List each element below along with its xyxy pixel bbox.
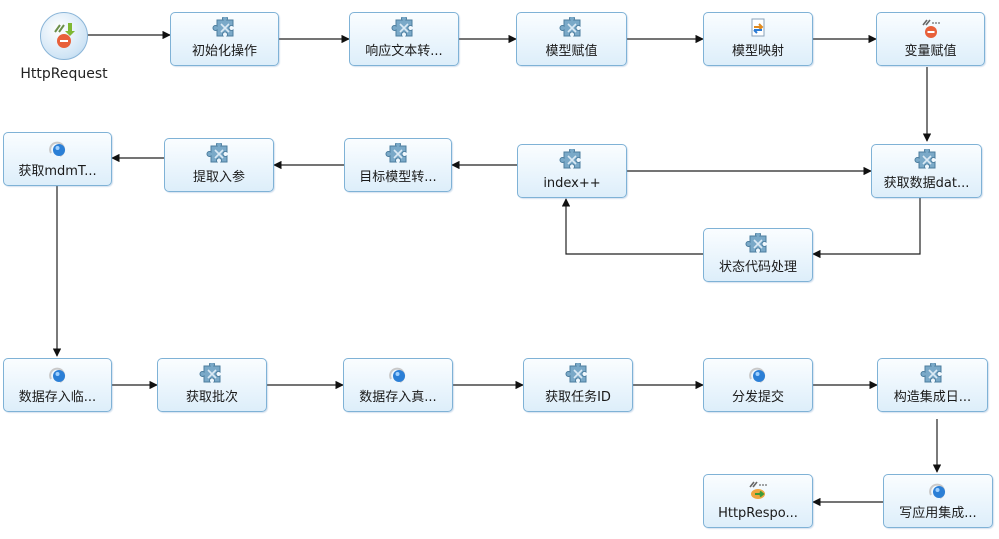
edge-getdata-status bbox=[812, 197, 921, 259]
flow-node-label: 获取mdmT... bbox=[18, 164, 97, 179]
flow-node-label: 模型赋值 bbox=[545, 44, 598, 59]
puzzle-icon bbox=[524, 363, 632, 385]
http-request-start-node[interactable] bbox=[40, 12, 88, 60]
flow-node-label: 获取数据dat... bbox=[883, 176, 970, 191]
database-icon bbox=[4, 137, 111, 159]
variable-icon bbox=[877, 17, 984, 39]
database-icon bbox=[4, 363, 111, 385]
database-icon bbox=[344, 363, 452, 385]
flow-node-label: 获取批次 bbox=[185, 390, 238, 405]
puzzle-icon bbox=[158, 363, 266, 385]
puzzle-icon bbox=[704, 233, 812, 255]
flow-node-index-inc[interactable]: index++ bbox=[517, 144, 627, 198]
puzzle-icon bbox=[345, 143, 451, 165]
flow-node-store-real[interactable]: 数据存入真... bbox=[343, 358, 453, 412]
flow-node-var-assign[interactable]: 变量赋值 bbox=[876, 12, 985, 66]
flow-node-dispatch[interactable]: 分发提交 bbox=[703, 358, 813, 412]
database-icon bbox=[704, 363, 812, 385]
http-request-label: HttpRequest bbox=[20, 66, 108, 82]
flow-node-status-code[interactable]: 状态代码处理 bbox=[703, 228, 813, 282]
flow-node-model-map[interactable]: 模型映射 bbox=[703, 12, 813, 66]
flow-node-label: index++ bbox=[543, 176, 601, 191]
flow-node-get-data[interactable]: 获取数据dat... bbox=[871, 144, 982, 198]
http-request-icon bbox=[54, 23, 75, 48]
flow-node-label: 状态代码处理 bbox=[718, 260, 797, 275]
puzzle-icon bbox=[171, 17, 278, 39]
database-icon bbox=[884, 479, 992, 501]
puzzle-icon bbox=[350, 17, 458, 39]
flow-node-target-model[interactable]: 目标模型转... bbox=[344, 138, 452, 192]
flow-node-label: 变量赋值 bbox=[904, 44, 957, 59]
flow-node-http-resp[interactable]: HttpRespo... bbox=[703, 474, 813, 528]
puzzle-icon bbox=[872, 149, 981, 171]
flow-node-init[interactable]: 初始化操作 bbox=[170, 12, 279, 66]
puzzle-icon bbox=[878, 363, 987, 385]
flow-node-model-assign[interactable]: 模型赋值 bbox=[516, 12, 627, 66]
puzzle-icon bbox=[518, 149, 626, 171]
flow-node-get-mdm[interactable]: 获取mdmT... bbox=[3, 132, 112, 186]
flow-node-get-batch[interactable]: 获取批次 bbox=[157, 358, 267, 412]
flow-node-label: 写应用集成... bbox=[899, 506, 977, 521]
flow-node-label: 初始化操作 bbox=[191, 44, 257, 59]
http-response-icon bbox=[704, 479, 812, 501]
flow-node-label: 获取任务ID bbox=[545, 390, 611, 405]
flow-node-label: 数据存入临... bbox=[18, 390, 97, 405]
mapping-icon bbox=[704, 17, 812, 39]
flow-node-store-temp[interactable]: 数据存入临... bbox=[3, 358, 112, 412]
flow-node-label: 构造集成日... bbox=[893, 390, 972, 405]
flow-node-write-app[interactable]: 写应用集成... bbox=[883, 474, 993, 528]
puzzle-icon bbox=[517, 17, 626, 39]
flow-node-label: 分发提交 bbox=[731, 390, 784, 405]
flow-node-label: HttpRespo... bbox=[718, 506, 798, 521]
puzzle-icon bbox=[165, 143, 273, 165]
flow-node-get-task[interactable]: 获取任务ID bbox=[523, 358, 633, 412]
flow-node-label: 提取入参 bbox=[192, 170, 245, 185]
flow-node-label: 响应文本转... bbox=[365, 44, 443, 59]
edge-status-index bbox=[561, 198, 703, 255]
flow-node-extract-param[interactable]: 提取入参 bbox=[164, 138, 274, 192]
flow-node-label: 模型映射 bbox=[731, 44, 784, 59]
flow-node-resp-text[interactable]: 响应文本转... bbox=[349, 12, 459, 66]
flow-node-label: 数据存入真... bbox=[359, 390, 437, 405]
flow-node-build-log[interactable]: 构造集成日... bbox=[877, 358, 988, 412]
flow-node-label: 目标模型转... bbox=[359, 170, 437, 185]
